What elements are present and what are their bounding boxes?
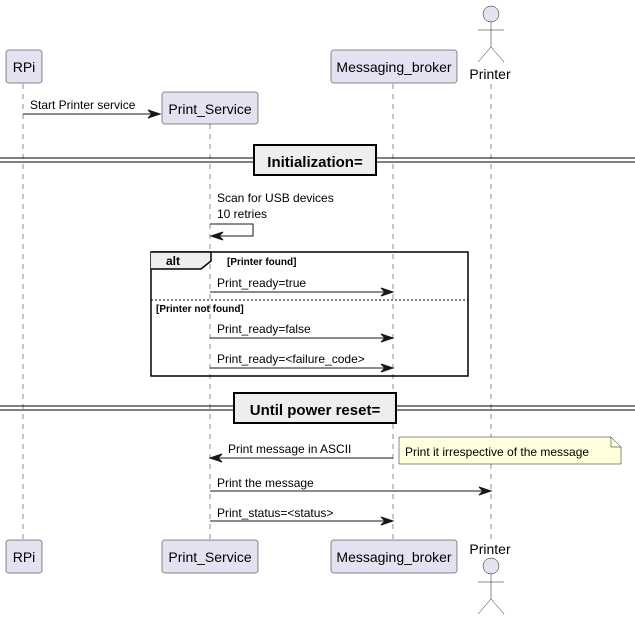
divider-label: Until power reset= [250,402,381,419]
message-scan-usb-self: Scan for USB devices 10 retries [209,191,334,241]
message-label: Print_ready=false [217,322,311,336]
message-print-ready-true: Print_ready=true [210,276,395,297]
divider-label: Initialization= [267,154,363,171]
message-label-line1: Scan for USB devices [217,191,334,205]
actor-icon [477,557,505,615]
participant-label: Print_Service [168,101,251,117]
divider-initialization: Initialization= [0,144,635,176]
alt-keyword: alt [166,254,180,268]
alt-fragment: alt [Printer found] [Printer not found] [150,251,469,377]
message-print-ascii: Print message in ASCII [208,442,393,463]
actor-icon [477,5,505,63]
note-text: Print it irrespective of the message [405,445,589,459]
note: Print it irrespective of the message [398,436,622,465]
message-label: Print message in ASCII [228,442,351,456]
message-label: Start Printer service [30,98,136,112]
participant-messaging-broker-top: Messaging_broker [330,49,458,84]
participant-printer-bottom: Printer [469,541,511,615]
participant-label: Printer [469,66,511,82]
message-print-the-message: Print the message [210,476,493,496]
alt-guard-not-found: [Printer not found] [156,304,244,315]
participant-label: RPi [13,549,36,565]
participant-label: Printer [469,541,511,557]
message-start-printer-service: Start Printer service [23,98,162,119]
participant-label: Print_Service [168,549,251,565]
participant-print-service-bottom: Print_Service [161,539,259,574]
message-label: Print_ready=<failure_code> [217,352,365,366]
participant-rpi-bottom: RPi [5,539,43,574]
participant-messaging-broker-bottom: Messaging_broker [330,539,458,574]
message-label-line2: 10 retries [217,207,267,221]
message-label: Print the message [217,476,314,490]
participant-rpi-top: RPi [5,49,43,84]
alt-guard-found: [Printer found] [227,257,296,268]
participant-printer-top: Printer [469,5,511,82]
participant-label: Messaging_broker [336,59,452,75]
participant-label: RPi [13,59,36,75]
divider-until-power-reset: Until power reset= [0,392,635,424]
message-label: Print_ready=true [217,276,306,290]
message-print-status: Print_status=<status> [210,506,395,526]
message-print-ready-failure: Print_ready=<failure_code> [210,352,395,373]
message-label: Print_status=<status> [217,506,333,520]
participant-label: Messaging_broker [336,549,452,565]
participant-print-service-top: Print_Service [161,91,259,125]
message-print-ready-false: Print_ready=false [210,322,395,343]
